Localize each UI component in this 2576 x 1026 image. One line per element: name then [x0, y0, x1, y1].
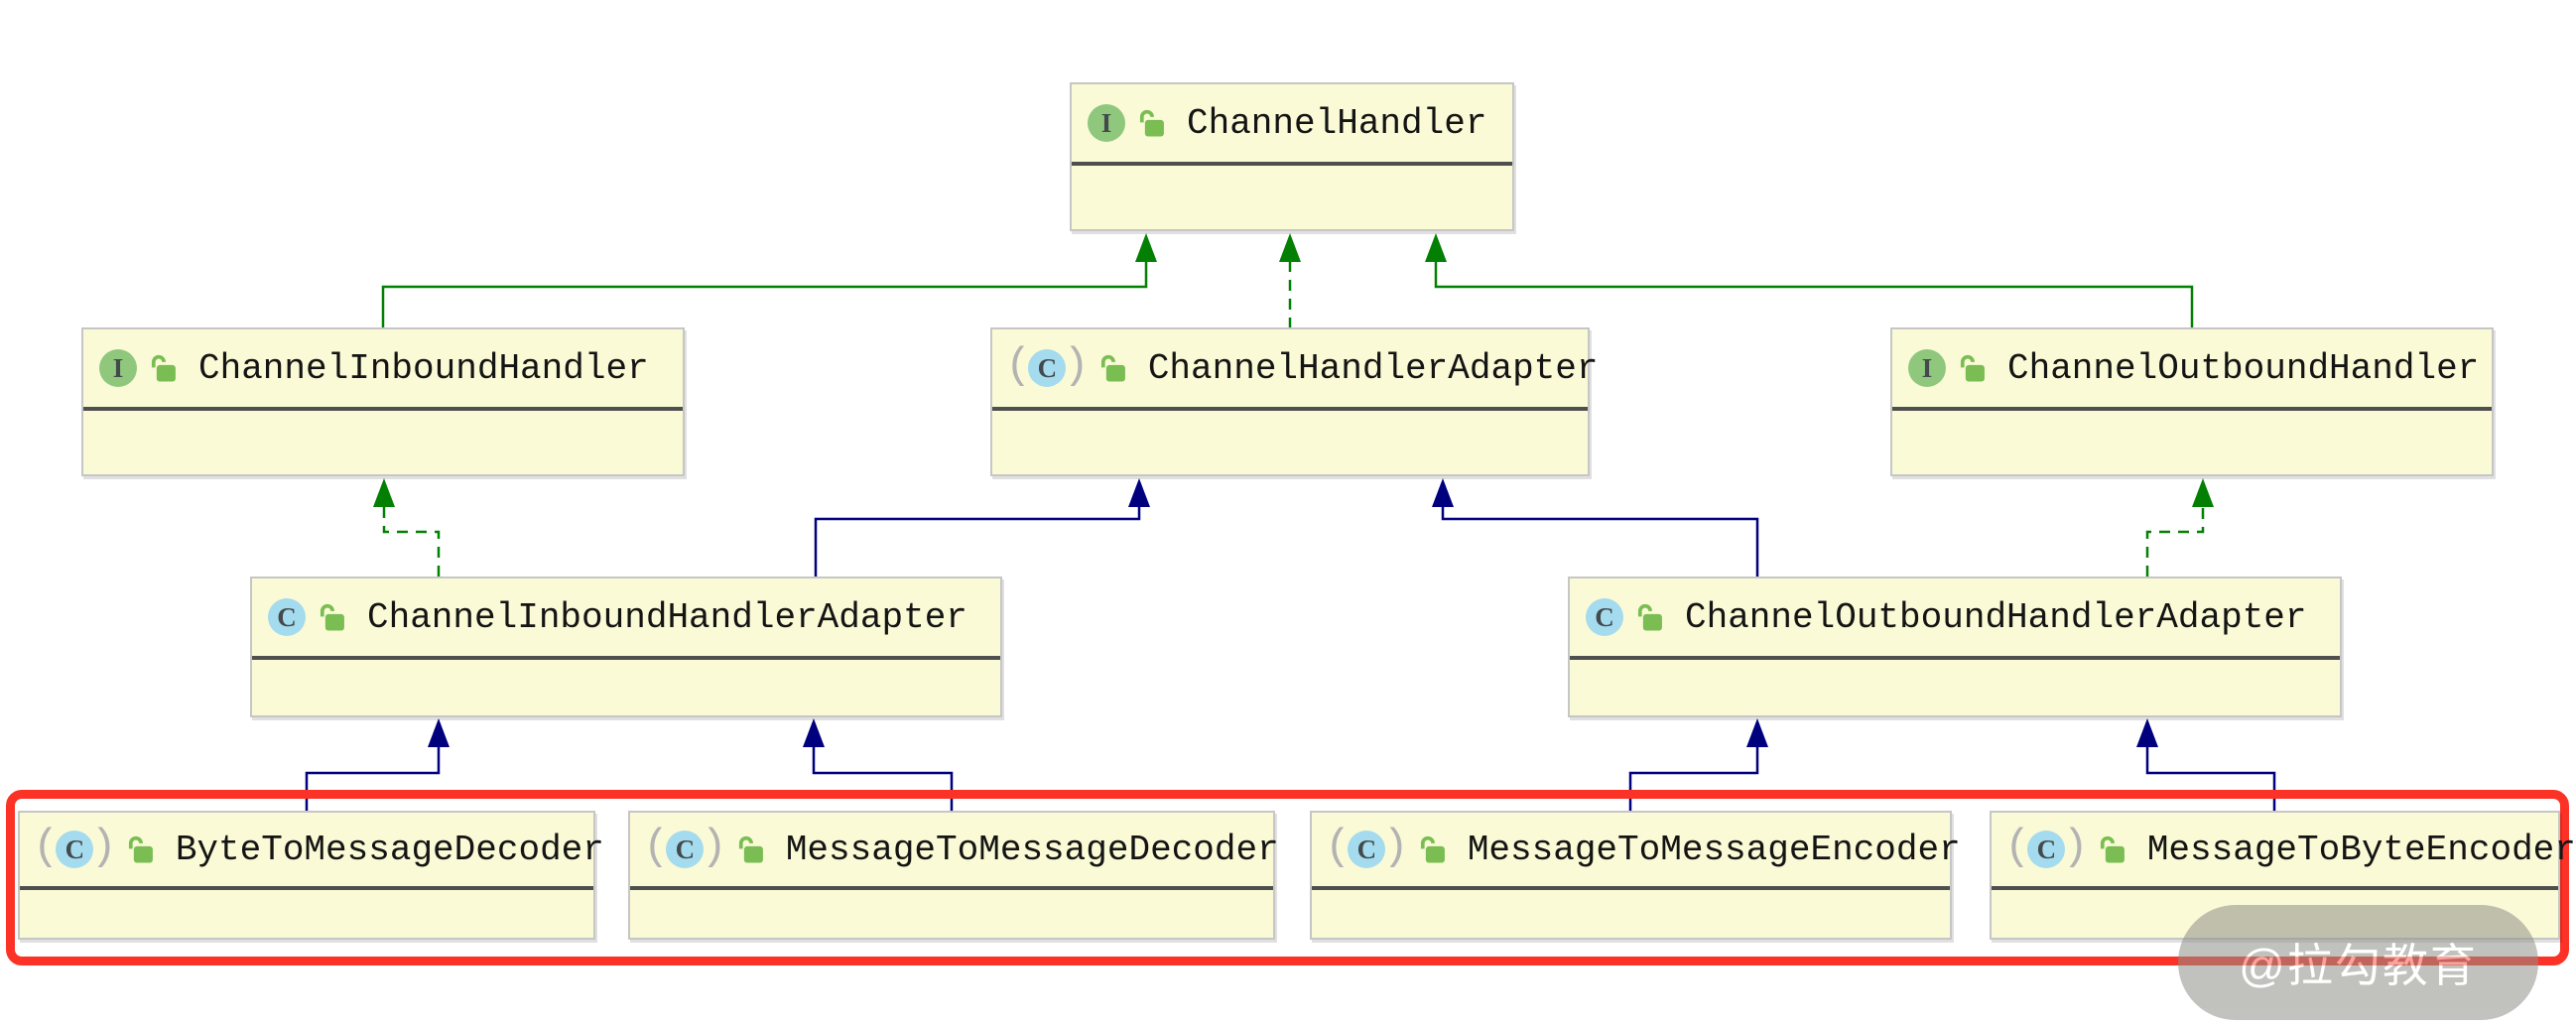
- abstract-class-icon: ( C ): [33, 823, 117, 872]
- members-compartment: [20, 890, 593, 938]
- class-node-channeloutboundhandler: I ChannelOutboundHandler: [1890, 327, 2494, 476]
- members-compartment: [992, 411, 1588, 474]
- class-icon: C: [268, 598, 306, 636]
- abstract-class-icon: ( C ): [1005, 341, 1090, 391]
- class-name: ChannelOutboundHandlerAdapter: [1685, 596, 2307, 638]
- class-icon: C: [56, 831, 94, 868]
- class-name: ChannelHandler: [1187, 102, 1487, 144]
- arrowhead-extends-icon: [1135, 233, 1157, 262]
- members-compartment: [252, 660, 1000, 715]
- compartment-divider: [1072, 162, 1512, 166]
- arrowhead-extends-icon: [1432, 478, 1454, 507]
- class-icon: C: [1028, 349, 1067, 387]
- public-unlocked-icon: [1633, 601, 1665, 633]
- class-title-row: ( C ) ByteToMessageDecoder: [20, 813, 604, 886]
- compartment-divider: [1992, 886, 2558, 890]
- class-node-messagetomessageencoder: ( C ) MessageToMessageEncoder: [1310, 811, 1961, 940]
- interface-icon: I: [1088, 104, 1125, 142]
- compartment-divider: [1892, 407, 2492, 411]
- edge-channeloutboundhandler-extends-channelhandler: [1434, 260, 2194, 328]
- arrowhead-extends-icon: [428, 718, 450, 747]
- compartment-divider: [83, 407, 683, 411]
- compartment-divider: [1312, 886, 1950, 890]
- watermark-badge: @拉勾教育: [2178, 905, 2538, 1020]
- class-title-row: ( C ) MessageToMessageEncoder: [1312, 813, 1961, 886]
- class-node-channelhandleradapter: ( C ) ChannelHandlerAdapter: [990, 327, 1599, 476]
- arrowhead-extends-icon: [803, 718, 825, 747]
- class-node-messagetomessagedecoder: ( C ) MessageToMessageDecoder: [628, 811, 1279, 940]
- public-unlocked-icon: [2096, 834, 2127, 865]
- public-unlocked-icon: [316, 601, 347, 633]
- class-title-row: C ChannelInboundHandlerAdapter: [252, 578, 1000, 656]
- public-unlocked-icon: [1096, 352, 1128, 384]
- edge-channelinboundhandleradapter-extends-channelhandleradapter: [814, 505, 1141, 577]
- abstract-class-icon: ( C ): [643, 823, 727, 872]
- arrowhead-implements-icon: [2192, 478, 2214, 507]
- public-unlocked-icon: [1135, 107, 1167, 139]
- class-name: MessageToByteEncoder: [2146, 829, 2576, 870]
- class-name: ChannelOutboundHandler: [2007, 347, 2480, 389]
- arrowhead-extends-icon: [1746, 718, 1768, 747]
- arrowhead-extends-icon: [1425, 233, 1447, 262]
- edge-channeloutboundhandleradapter-implements-channeloutboundhandler: [2145, 505, 2205, 577]
- edge-channelinboundhandler-extends-channelhandler: [381, 260, 1148, 328]
- class-node-channelhandler: I ChannelHandler: [1070, 82, 1514, 231]
- interface-icon: I: [1908, 349, 1946, 387]
- compartment-divider: [992, 407, 1588, 411]
- class-name: ByteToMessageDecoder: [175, 829, 604, 870]
- class-name: MessageToMessageEncoder: [1467, 829, 1961, 870]
- arrowhead-implements-icon: [1279, 233, 1301, 262]
- members-compartment: [83, 411, 683, 474]
- class-title-row: ( C ) MessageToByteEncoder: [1992, 813, 2576, 886]
- compartment-divider: [20, 886, 593, 890]
- public-unlocked-icon: [1416, 834, 1448, 865]
- members-compartment: [1312, 890, 1950, 938]
- abstract-class-icon: ( C ): [2004, 823, 2089, 872]
- class-name: MessageToMessageDecoder: [785, 829, 1279, 870]
- public-unlocked-icon: [147, 352, 179, 384]
- arrowhead-extends-icon: [2136, 718, 2158, 747]
- compartment-divider: [252, 656, 1000, 660]
- edge-channelinboundhandleradapter-implements-channelinboundhandler: [382, 505, 441, 577]
- public-unlocked-icon: [734, 834, 766, 865]
- compartment-divider: [630, 886, 1273, 890]
- class-title-row: I ChannelInboundHandler: [83, 329, 683, 407]
- arrowhead-implements-icon: [373, 478, 395, 507]
- class-title-row: ( C ) ChannelHandlerAdapter: [992, 329, 1599, 407]
- class-name: ChannelInboundHandler: [198, 347, 649, 389]
- red-highlight-frame: [6, 790, 2569, 965]
- class-node-channelinboundhandleradapter: C ChannelInboundHandlerAdapter: [250, 577, 1002, 717]
- class-node-bytetomessagedecoder: ( C ) ByteToMessageDecoder: [18, 811, 604, 940]
- class-title-row: ( C ) MessageToMessageDecoder: [630, 813, 1279, 886]
- class-title-row: I ChannelHandler: [1072, 84, 1512, 162]
- watermark-text: @拉勾教育: [2239, 940, 2478, 991]
- class-name: ChannelHandlerAdapter: [1147, 347, 1599, 389]
- class-icon: C: [1348, 831, 1386, 868]
- arrowhead-extends-icon: [1128, 478, 1150, 507]
- edge-channeloutboundhandleradapter-extends-channelhandleradapter: [1441, 505, 1759, 577]
- members-compartment: [1072, 166, 1512, 229]
- class-icon: C: [666, 831, 705, 868]
- class-node-channelinboundhandler: I ChannelInboundHandler: [81, 327, 685, 476]
- class-icon: C: [1586, 598, 1623, 636]
- class-icon: C: [2027, 831, 2066, 868]
- abstract-class-icon: ( C ): [1325, 823, 1409, 872]
- members-compartment: [1892, 411, 2492, 474]
- class-name: ChannelInboundHandlerAdapter: [367, 596, 967, 638]
- members-compartment: [1570, 660, 2340, 715]
- class-node-channeloutboundhandleradapter: C ChannelOutboundHandlerAdapter: [1568, 577, 2342, 717]
- public-unlocked-icon: [124, 834, 156, 865]
- interface-icon: I: [99, 349, 137, 387]
- members-compartment: [630, 890, 1273, 938]
- public-unlocked-icon: [1956, 352, 1988, 384]
- class-title-row: C ChannelOutboundHandlerAdapter: [1570, 578, 2340, 656]
- compartment-divider: [1570, 656, 2340, 660]
- class-title-row: I ChannelOutboundHandler: [1892, 329, 2492, 407]
